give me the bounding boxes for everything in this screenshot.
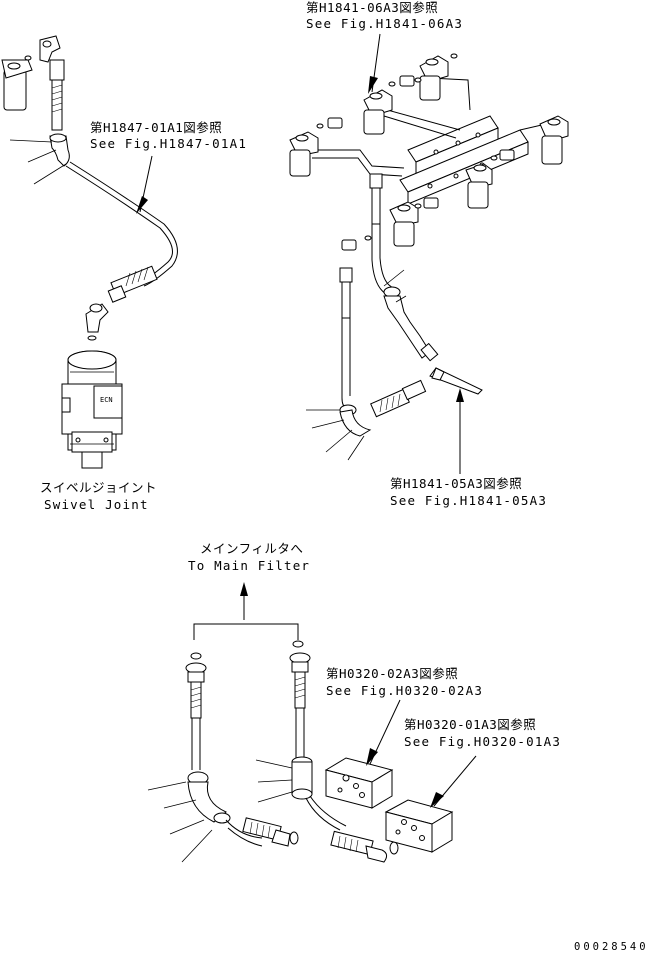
ref4-label-jp: 第H0320-02A3図参照 [326,666,458,681]
swivel-joint-label-jp: スイベルジョイント [40,480,157,495]
left-filter-group [1,35,178,341]
ref4-label-en: See Fig.H0320-02A3 [326,683,483,698]
main-filter-bracket [193,582,299,640]
hose-elbow-left [49,133,70,167]
ref2-label-jp: 第H1847-01A1図参照 [90,120,222,135]
right-hose-assembly [289,640,399,863]
filter-canister-5 [465,163,493,209]
elbow-right-bottom [339,379,427,437]
filter-canister-3 [289,131,319,177]
part-number: 00028540 [574,941,649,953]
ref5-label-jp: 第H0320-01A3図参照 [404,717,536,732]
elbow-fitting-top-left [39,35,61,63]
hose-end-right [429,367,483,395]
vertical-hose-right-1 [369,173,395,297]
hose-end-swivel [107,265,158,303]
control-valve-block-1 [324,757,394,809]
ref2-label-en: See Fig.H1847-01A1 [90,136,247,151]
elbow-right-lower [383,286,439,362]
filter-canister-6 [389,201,419,247]
ref3-label-en: See Fig.H1841-05A3 [390,493,547,508]
ref1-label-jp: 第H1841-06A3図参照 [306,0,438,15]
ref1-label-en: See Fig.H1841-06A3 [306,16,463,31]
filter-canister-1 [363,89,393,135]
elbow-fitting-swivel [85,303,109,333]
control-valve-block-2 [384,799,454,853]
swivel-joint-label-en: Swivel Joint [44,497,149,512]
left-hose-assembly [185,652,299,847]
filter-manifold-assembly [289,53,569,461]
ref5-label-en: See Fig.H0320-01A3 [404,734,561,749]
svg-text:ECN: ECN [100,396,113,404]
o-ring-swivel [87,335,97,341]
o-ring-top-left [24,55,32,61]
vertical-hose-left [49,59,65,131]
swivel-joint: ECN [61,350,123,469]
vertical-hose-right-2 [339,267,353,409]
filter-canister-2 [419,55,449,101]
fitting-group-top [316,53,515,251]
ref3-label-jp: 第H1841-05A3図参照 [390,476,522,491]
main-filter-label-jp: メインフィルタへ [200,541,303,556]
main-filter-label-en: To Main Filter [188,558,310,573]
filter-canister-top-left [1,59,33,111]
filter-canister-4 [539,115,569,165]
